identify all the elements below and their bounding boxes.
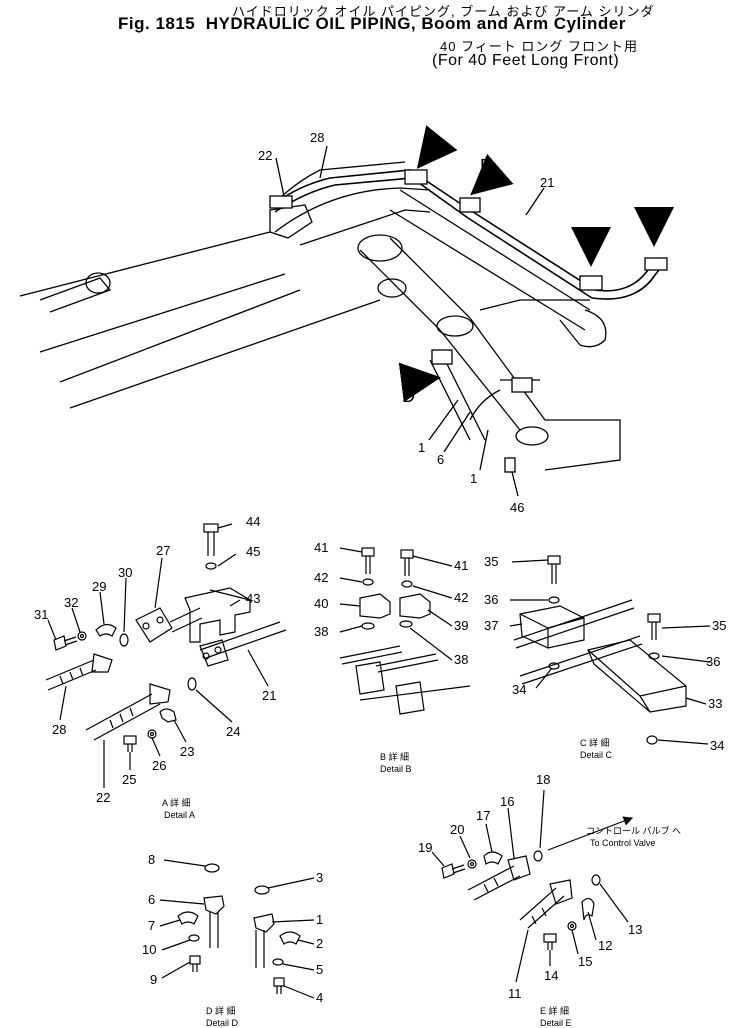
- detail-label: Detail A: [164, 810, 195, 820]
- detail-label: Detail E: [540, 1018, 572, 1028]
- part-number: 41: [314, 540, 328, 555]
- callout-e: E: [646, 206, 658, 226]
- main-ref: 1: [470, 471, 477, 486]
- part-number: 13: [628, 922, 642, 937]
- detail-d: 8 3 6 1 7 2 10 5 9 4 D 詳 細 Detail D: [142, 852, 323, 1028]
- main-ref-numbers: 28 22 21 1 6 1 46: [258, 130, 554, 515]
- part-number: 14: [544, 968, 558, 983]
- part-number: 26: [152, 758, 166, 773]
- part-number: 4: [316, 990, 323, 1005]
- callout-arrows: [398, 125, 674, 403]
- to-control-valve-jp: コントロール バルブ へ: [586, 825, 681, 836]
- detail-label-jp: E 詳 細: [540, 1005, 569, 1016]
- part-number: 37: [484, 618, 498, 633]
- part-number: 33: [708, 696, 722, 711]
- callout-a: A: [435, 136, 447, 156]
- part-number: 42: [314, 570, 328, 585]
- part-number: 27: [156, 543, 170, 558]
- main-ref: 28: [310, 130, 324, 145]
- detail-a: 44 45 27 43 30 29 32 31 21 28 24 23 26 2…: [34, 514, 287, 820]
- part-number: 23: [180, 744, 194, 759]
- part-number: 10: [142, 942, 156, 957]
- part-number: 38: [454, 652, 468, 667]
- part-number: 25: [122, 772, 136, 787]
- callout-labels: A B C E D: [402, 136, 658, 406]
- detail-label: Detail B: [380, 764, 412, 774]
- callout-b: B: [480, 156, 492, 176]
- part-number: 31: [34, 607, 48, 622]
- part-number: 16: [500, 794, 514, 809]
- part-number: 45: [246, 544, 260, 559]
- detail-b: 41 41 42 42 40 39 38 38 B 詳 細 Detail B: [314, 540, 471, 774]
- main-ref: 46: [510, 500, 524, 515]
- part-number: 2: [316, 936, 323, 951]
- part-number: 36: [706, 654, 720, 669]
- main-ref: 21: [540, 175, 554, 190]
- part-number: 17: [476, 808, 490, 823]
- part-number: 44: [246, 514, 260, 529]
- part-number: 28: [52, 722, 66, 737]
- main-assembly: [19, 145, 668, 497]
- part-number: 34: [710, 738, 724, 753]
- part-number: 9: [150, 972, 157, 987]
- detail-label: Detail D: [206, 1018, 239, 1028]
- part-number: 41: [454, 558, 468, 573]
- main-ref: 22: [258, 148, 272, 163]
- part-number: 35: [484, 554, 498, 569]
- main-ref: 1: [418, 440, 425, 455]
- detail-c: 35 36 37 35 36 34 33 34 C 詳 細 Detail C: [484, 554, 726, 760]
- part-number: 42: [454, 590, 468, 605]
- part-number: 35: [712, 618, 726, 633]
- part-number: 40: [314, 596, 328, 611]
- part-number: 36: [484, 592, 498, 607]
- part-number: 5: [316, 962, 323, 977]
- part-number: 30: [118, 565, 132, 580]
- part-number: 24: [226, 724, 240, 739]
- part-number: 39: [454, 618, 468, 633]
- part-number: 43: [246, 591, 260, 606]
- japanese-subtitle: 40 フィート ロング フロント用: [440, 39, 639, 54]
- figure-number: Fig. 1815: [118, 14, 196, 33]
- part-number: 3: [316, 870, 323, 885]
- part-number: 38: [314, 624, 328, 639]
- main-ref: 6: [437, 452, 444, 467]
- to-control-valve: To Control Valve: [590, 838, 655, 848]
- part-number: 6: [148, 892, 155, 907]
- figure-title: Fig. 1815 HYDRAULIC OIL PIPING, Boom and…: [118, 14, 626, 34]
- part-number: 29: [92, 579, 106, 594]
- part-number: 34: [512, 682, 526, 697]
- part-number: 8: [148, 852, 155, 867]
- callout-c: C: [582, 224, 595, 244]
- part-number: 20: [450, 822, 464, 837]
- detail-label-jp: A 詳 細: [162, 797, 191, 808]
- detail-label: Detail C: [580, 750, 613, 760]
- part-number: 22: [96, 790, 110, 805]
- subtitle: (For 40 Feet Long Front): [432, 52, 620, 69]
- callout-d: D: [402, 386, 415, 406]
- detail-e: 18 16 17 20 19 13 12 15 14 11 コントロール バルブ…: [418, 772, 681, 1028]
- detail-label-jp: C 詳 細: [580, 737, 610, 748]
- part-number: 19: [418, 840, 432, 855]
- japanese-title: ハイドロリック オイル パイピング, ブーム および アーム シリンダ: [232, 4, 655, 19]
- part-number: 15: [578, 954, 592, 969]
- part-number: 32: [64, 595, 78, 610]
- detail-label-jp: B 詳 細: [380, 751, 409, 762]
- part-number: 18: [536, 772, 550, 787]
- part-number: 7: [148, 918, 155, 933]
- part-number: 11: [508, 986, 522, 1001]
- part-number: 21: [262, 688, 276, 703]
- part-number: 12: [598, 938, 612, 953]
- title-text: HYDRAULIC OIL PIPING, Boom and Arm Cylin…: [205, 14, 626, 33]
- detail-label-jp: D 詳 細: [206, 1005, 236, 1016]
- part-number: 1: [316, 912, 323, 927]
